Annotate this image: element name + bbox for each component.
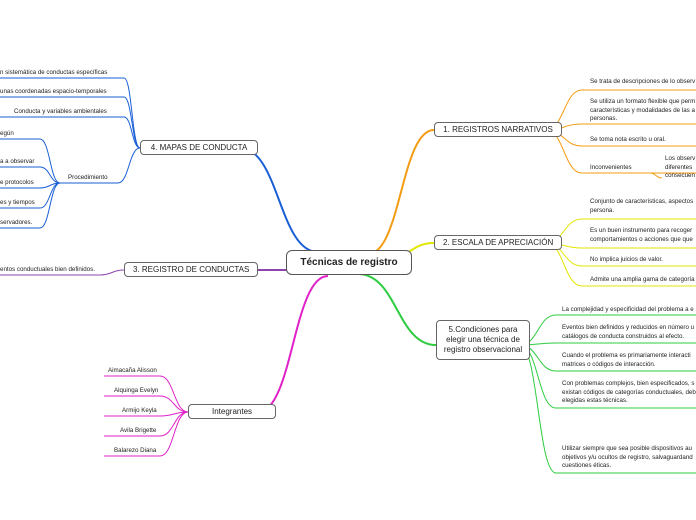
b4-item-procedimiento[interactable]: Procedimiento xyxy=(68,174,108,181)
branch-escala-apreciacion[interactable]: 2. ESCALA DE APRECIACIÓN xyxy=(434,235,562,250)
b5-item-4[interactable]: Con problemas complejos, bien especifica… xyxy=(562,380,696,404)
b4-proc-4[interactable]: es y tiempos xyxy=(0,199,35,206)
wire-b1-detail xyxy=(649,172,663,179)
wire-b4-3 xyxy=(123,116,141,149)
b2-item-2[interactable]: Es un buen instrumento para recoger comp… xyxy=(590,227,693,243)
branch-registros-narrativos[interactable]: 1. REGISTROS NARRATIVOS xyxy=(434,122,562,137)
b2-item-1[interactable]: Conjunto de características, aspectos pe… xyxy=(590,198,694,214)
b1-item-1[interactable]: Se trata de descripciones de lo observ xyxy=(590,78,696,85)
integrante-5[interactable]: Balarezo Diana xyxy=(114,447,157,454)
wire-b1 xyxy=(367,129,435,255)
b3-item-1[interactable]: entos conductuales bien definidos. xyxy=(0,266,95,273)
wire-b5-5 xyxy=(519,344,557,474)
wire-i5 xyxy=(159,411,189,457)
b5-item-1[interactable]: La complejidad y especificidad del probl… xyxy=(562,306,694,313)
b1-item-2[interactable]: Se utiliza un formato flexible que perm … xyxy=(590,98,696,122)
b4-proc-3[interactable]: e protocolos xyxy=(0,179,34,186)
b4-proc-5[interactable]: servadores. xyxy=(0,219,33,226)
wire-b4-proc xyxy=(117,147,141,184)
b5-item-2[interactable]: Eventos bien definidos y reducidos en nú… xyxy=(562,324,695,340)
wire-i1 xyxy=(159,375,189,413)
wire-b4-1 xyxy=(123,77,141,149)
integrante-3[interactable]: Armijo Keyla xyxy=(122,407,157,414)
wire-b4-p5 xyxy=(39,182,61,229)
integrante-4[interactable]: Avila Brigette xyxy=(120,427,157,434)
wire-b4 xyxy=(239,147,319,253)
b2-item-4[interactable]: Admite una amplia gama de categoría xyxy=(590,276,695,283)
wire-b4-p1 xyxy=(39,138,61,184)
integrante-1[interactable]: Aimacaña Alisson xyxy=(108,367,157,374)
b5-item-5[interactable]: Utilizar siempre que sea posible disposi… xyxy=(562,445,693,469)
wire-b4-2 xyxy=(123,96,141,149)
branch-integrantes[interactable]: Integrantes xyxy=(188,404,276,419)
b4-proc-2[interactable]: a a observar xyxy=(0,158,35,165)
branch-mapas-conducta[interactable]: 4. MAPAS DE CONDUCTA xyxy=(140,140,258,155)
wire-b5 xyxy=(357,273,437,346)
b5-item-3[interactable]: Cuando el problema es primariamente inte… xyxy=(562,352,691,368)
b2-item-3[interactable]: No implica juicios de valor. xyxy=(590,256,663,263)
branch-registro-conductas[interactable]: 3. REGISTRO DE CONDUCTAS xyxy=(124,262,258,277)
b4-item-3[interactable]: Conducta y variables ambientales xyxy=(14,108,107,115)
b1-item-inconvenientes[interactable]: Inconvenientes xyxy=(590,164,632,171)
central-topic[interactable]: Técnicas de registro xyxy=(286,250,412,275)
b1-item-3[interactable]: Se toma nota escrito u oral. xyxy=(590,136,666,143)
b4-item-2[interactable]: unas coordenadas espacio-temporales xyxy=(0,88,107,95)
branch-condiciones[interactable]: 5.Condiciones para elegir una técnica de… xyxy=(436,320,530,360)
b4-item-1[interactable]: n sistemática de conductas específicas xyxy=(0,69,108,76)
b4-proc-1[interactable]: egún xyxy=(0,130,14,137)
wire-integrantes xyxy=(257,275,329,413)
integrante-2[interactable]: Alquinga Evelyn xyxy=(114,387,159,394)
wire-b4-p2 xyxy=(39,166,61,184)
wire-b3-1 xyxy=(99,269,125,276)
b1-item-inconvenientes-detail[interactable]: Los observ diferentes consecuen xyxy=(665,155,696,179)
wire-i2 xyxy=(159,395,189,413)
